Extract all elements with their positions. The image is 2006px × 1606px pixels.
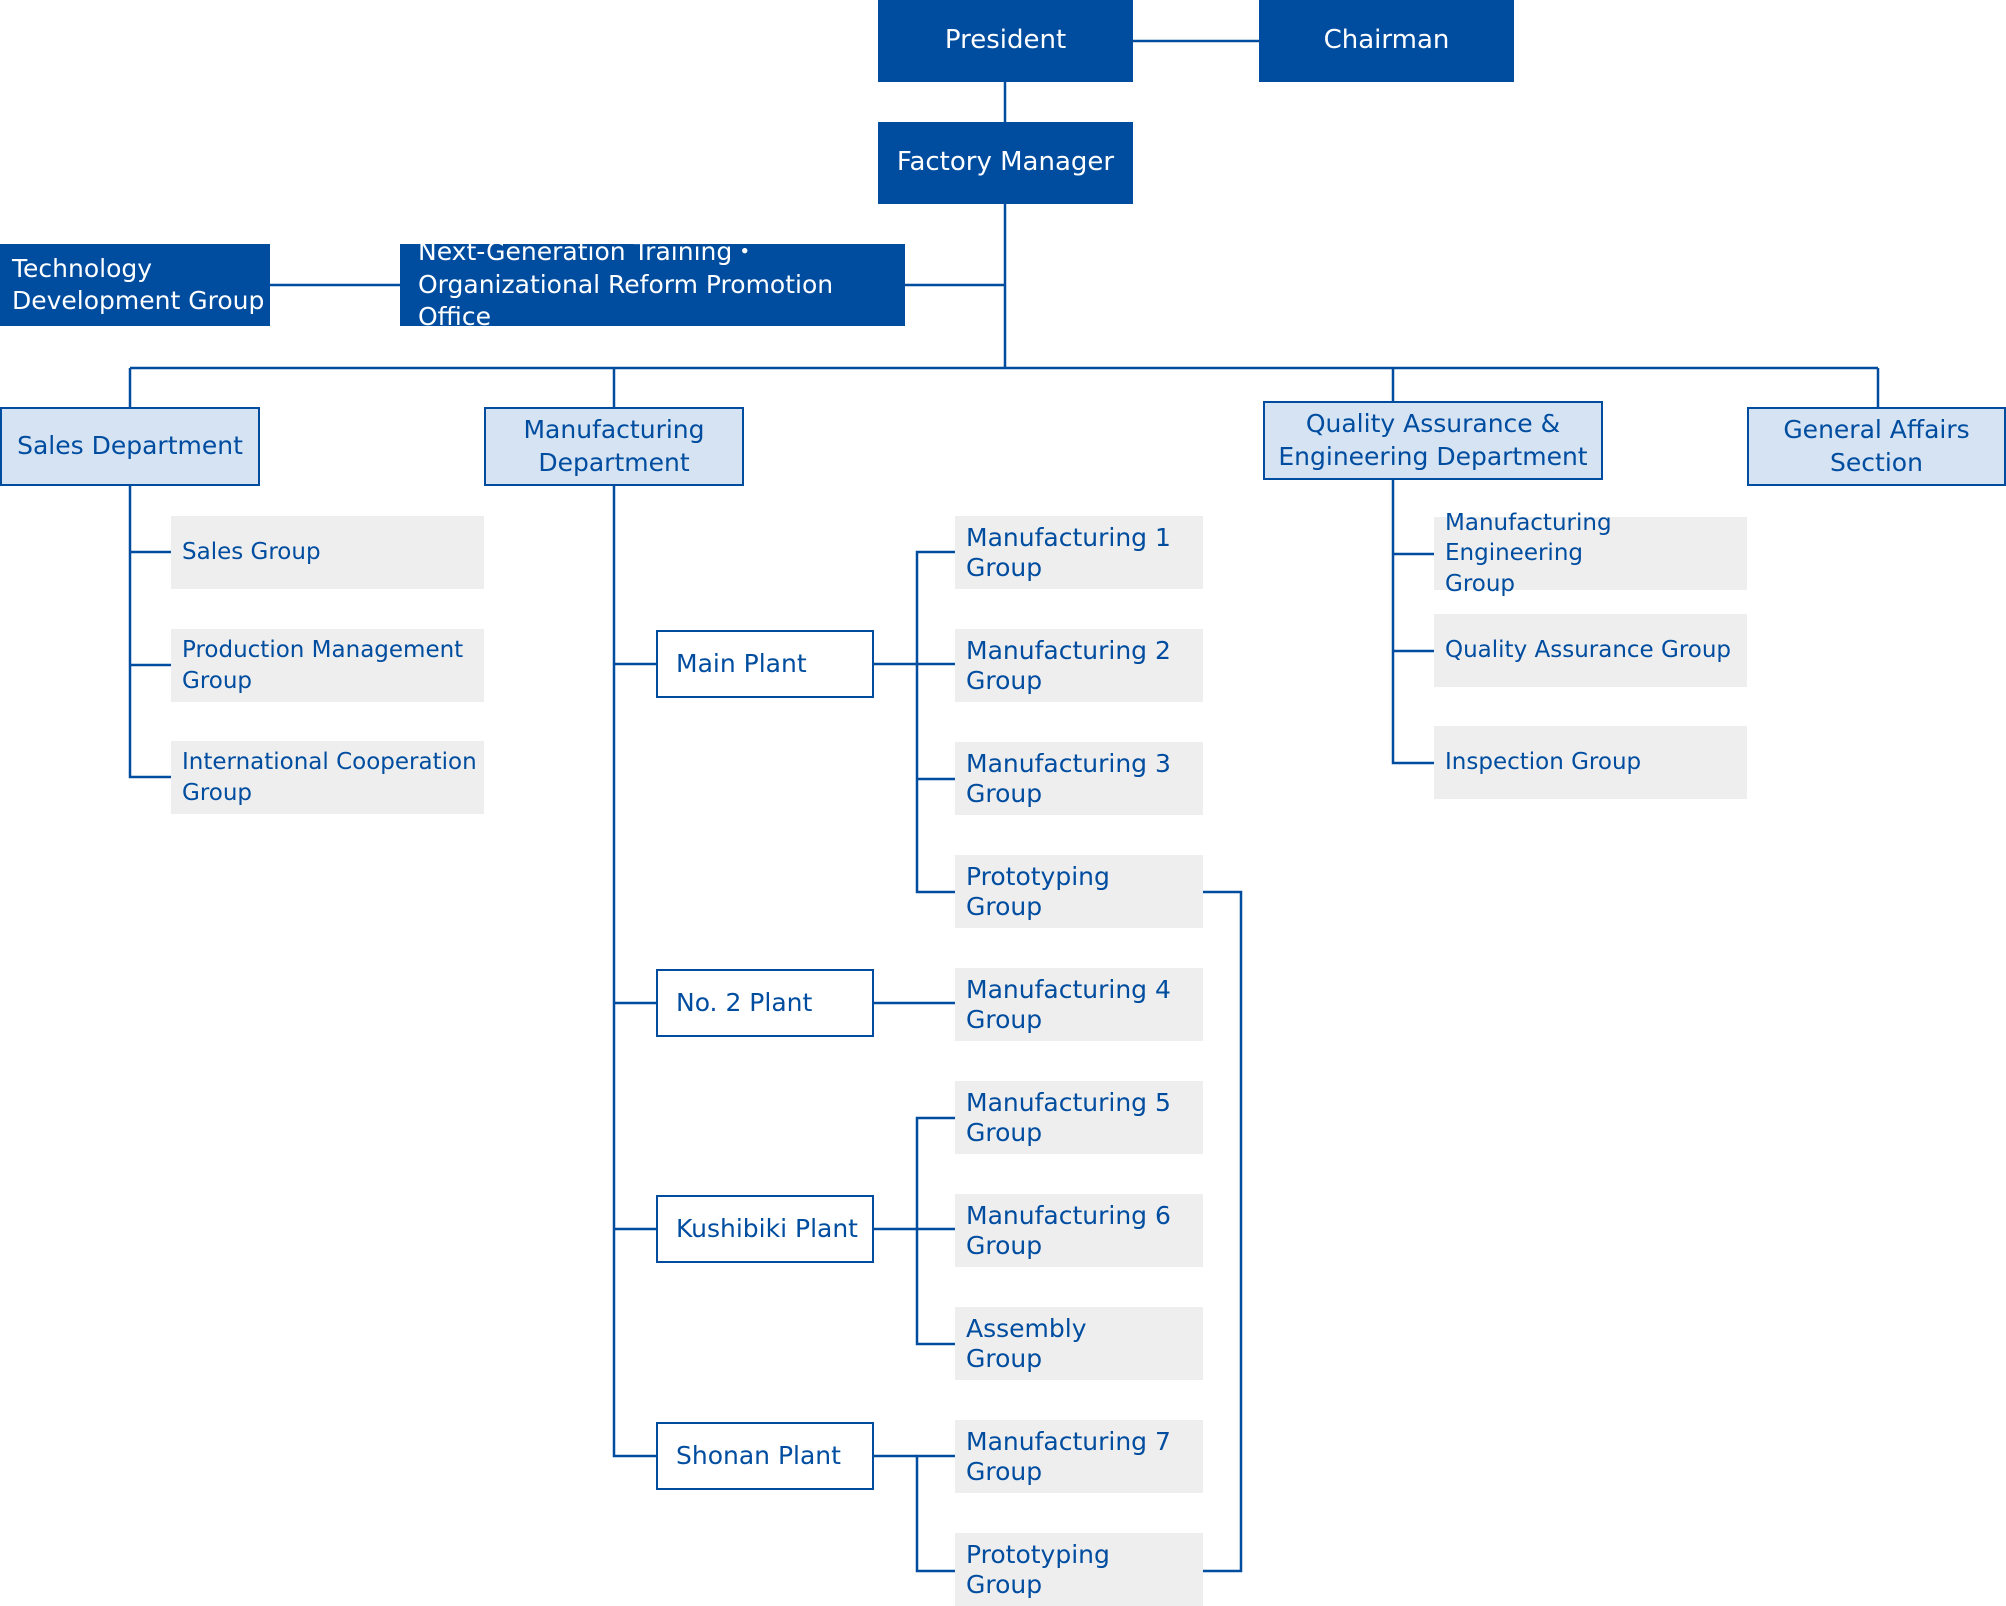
connector-main-plant-groups: [915, 550, 955, 894]
manufacturing-dept-line-2: Department: [538, 447, 690, 477]
group-line-2: Group: [966, 1117, 1043, 1147]
kushibiki-plant-label: Kushibiki Plant: [676, 1213, 858, 1243]
manufacturing-engineering-group-box: Manufacturing Engineering Group: [1434, 510, 1747, 597]
prototyping-group-box: Prototyping Group: [955, 855, 1203, 928]
inspection-group-box: Inspection Group: [1434, 726, 1747, 799]
production-management-group-box: Production Management Group: [171, 629, 484, 702]
group-line-2: Group: [966, 1230, 1043, 1260]
inspection-group-label: Inspection Group: [1445, 749, 1642, 776]
manufacturing-7-group-box: Manufacturing 7 Group: [955, 1420, 1203, 1493]
production-management-line-2: Group: [182, 667, 253, 694]
group-line-2: Group: [966, 1456, 1043, 1486]
connector-qa-groups: [1391, 480, 1434, 765]
qa-dept-line-2: Engineering Department: [1278, 441, 1588, 471]
production-management-line-1: Production Management: [182, 637, 464, 664]
connector-sales-groups: [128, 486, 171, 779]
president-box: President: [878, 0, 1133, 82]
group-line-2: Group: [966, 1569, 1043, 1599]
mfg-engineering-line-2: Group: [1445, 570, 1516, 597]
group-line-2: Group: [966, 891, 1043, 921]
general-affairs-line-2: Section: [1830, 447, 1923, 477]
kushibiki-plant-box: Kushibiki Plant: [656, 1195, 874, 1263]
manufacturing-4-group-box: Manufacturing 4 Group: [955, 968, 1203, 1041]
manufacturing-department-box: Manufacturing Department: [484, 407, 744, 486]
chairman-box: Chairman: [1259, 0, 1514, 82]
connector-shonan-groups: [915, 1454, 955, 1573]
main-plant-box: Main Plant: [656, 630, 874, 698]
technology-development-group-box: Technology Development Group: [0, 244, 270, 326]
mfg-engineering-line-1: Manufacturing Engineering: [1445, 509, 1612, 567]
group-line-2: Group: [966, 552, 1043, 582]
qa-engineering-department-box: Quality Assurance & Engineering Departme…: [1263, 401, 1603, 480]
tech-dev-line-2: Development Group: [12, 286, 265, 315]
qa-dept-line-1: Quality Assurance &: [1305, 409, 1561, 438]
group-line-1: Prototyping: [966, 1539, 1110, 1569]
manufacturing-6-group-box: Manufacturing 6 Group: [955, 1194, 1203, 1267]
sales-department-box: Sales Department: [0, 407, 260, 486]
connector-kushibiki-groups: [915, 1116, 955, 1346]
next-generation-office-box: Next-Generation Training・ Organizational…: [400, 237, 905, 331]
group-line-2: Group: [966, 1343, 1043, 1373]
no2-plant-label: No. 2 Plant: [676, 987, 813, 1017]
manufacturing-dept-line-1: Manufacturing: [523, 415, 705, 444]
main-plant-label: Main Plant: [676, 648, 807, 678]
group-line-1: Assembly: [966, 1313, 1087, 1343]
group-line-1: Manufacturing 6: [966, 1200, 1171, 1230]
group-line-1: Manufacturing 3: [966, 748, 1171, 778]
sales-group-box: Sales Group: [171, 516, 484, 589]
group-line-1: Manufacturing 1: [966, 522, 1171, 552]
group-line-1: Prototyping: [966, 861, 1110, 891]
group-line-2: Group: [966, 665, 1043, 695]
group-line-1: Manufacturing 2: [966, 635, 1171, 665]
factory-manager-box: Factory Manager: [878, 122, 1133, 204]
sales-department-label: Sales Department: [17, 431, 243, 461]
general-affairs-section-box: General Affairs Section: [1747, 407, 2006, 486]
next-gen-line-1: Next-Generation Training・: [418, 237, 758, 267]
assembly-group-box: Assembly Group: [955, 1307, 1203, 1380]
quality-assurance-group-box: Quality Assurance Group: [1434, 614, 1747, 687]
shonan-plant-label: Shonan Plant: [676, 1440, 841, 1470]
international-cooperation-group-box: International Cooperation Group: [171, 741, 484, 814]
no2-plant-box: No. 2 Plant: [656, 969, 874, 1037]
manufacturing-3-group-box: Manufacturing 3 Group: [955, 742, 1203, 815]
connector-prototyping-link: [1203, 890, 1243, 1573]
international-cooperation-line-1: International Cooperation: [182, 749, 477, 776]
general-affairs-line-1: General Affairs: [1783, 415, 1970, 444]
international-cooperation-line-2: Group: [182, 779, 253, 806]
group-line-1: Manufacturing 5: [966, 1087, 1171, 1117]
manufacturing-2-group-box: Manufacturing 2 Group: [955, 629, 1203, 702]
sales-group-label: Sales Group: [182, 539, 321, 566]
manufacturing-1-group-box: Manufacturing 1 Group: [955, 516, 1203, 589]
group-line-1: Manufacturing 7: [966, 1426, 1171, 1456]
tech-dev-line-1: Technology: [12, 253, 153, 283]
shonan-prototyping-group-box: Prototyping Group: [955, 1533, 1203, 1606]
connector-plants: [612, 486, 656, 1458]
quality-assurance-group-label: Quality Assurance Group: [1445, 637, 1732, 664]
manufacturing-5-group-box: Manufacturing 5 Group: [955, 1081, 1203, 1154]
chairman-label: Chairman: [1323, 25, 1450, 56]
president-label: President: [944, 25, 1067, 56]
group-line-2: Group: [966, 778, 1043, 808]
group-line-2: Group: [966, 1004, 1043, 1034]
group-line-1: Manufacturing 4: [966, 974, 1171, 1004]
shonan-plant-box: Shonan Plant: [656, 1422, 874, 1490]
next-gen-line-2: Organizational Reform Promotion Office: [418, 269, 834, 332]
factory-manager-label: Factory Manager: [896, 147, 1115, 178]
